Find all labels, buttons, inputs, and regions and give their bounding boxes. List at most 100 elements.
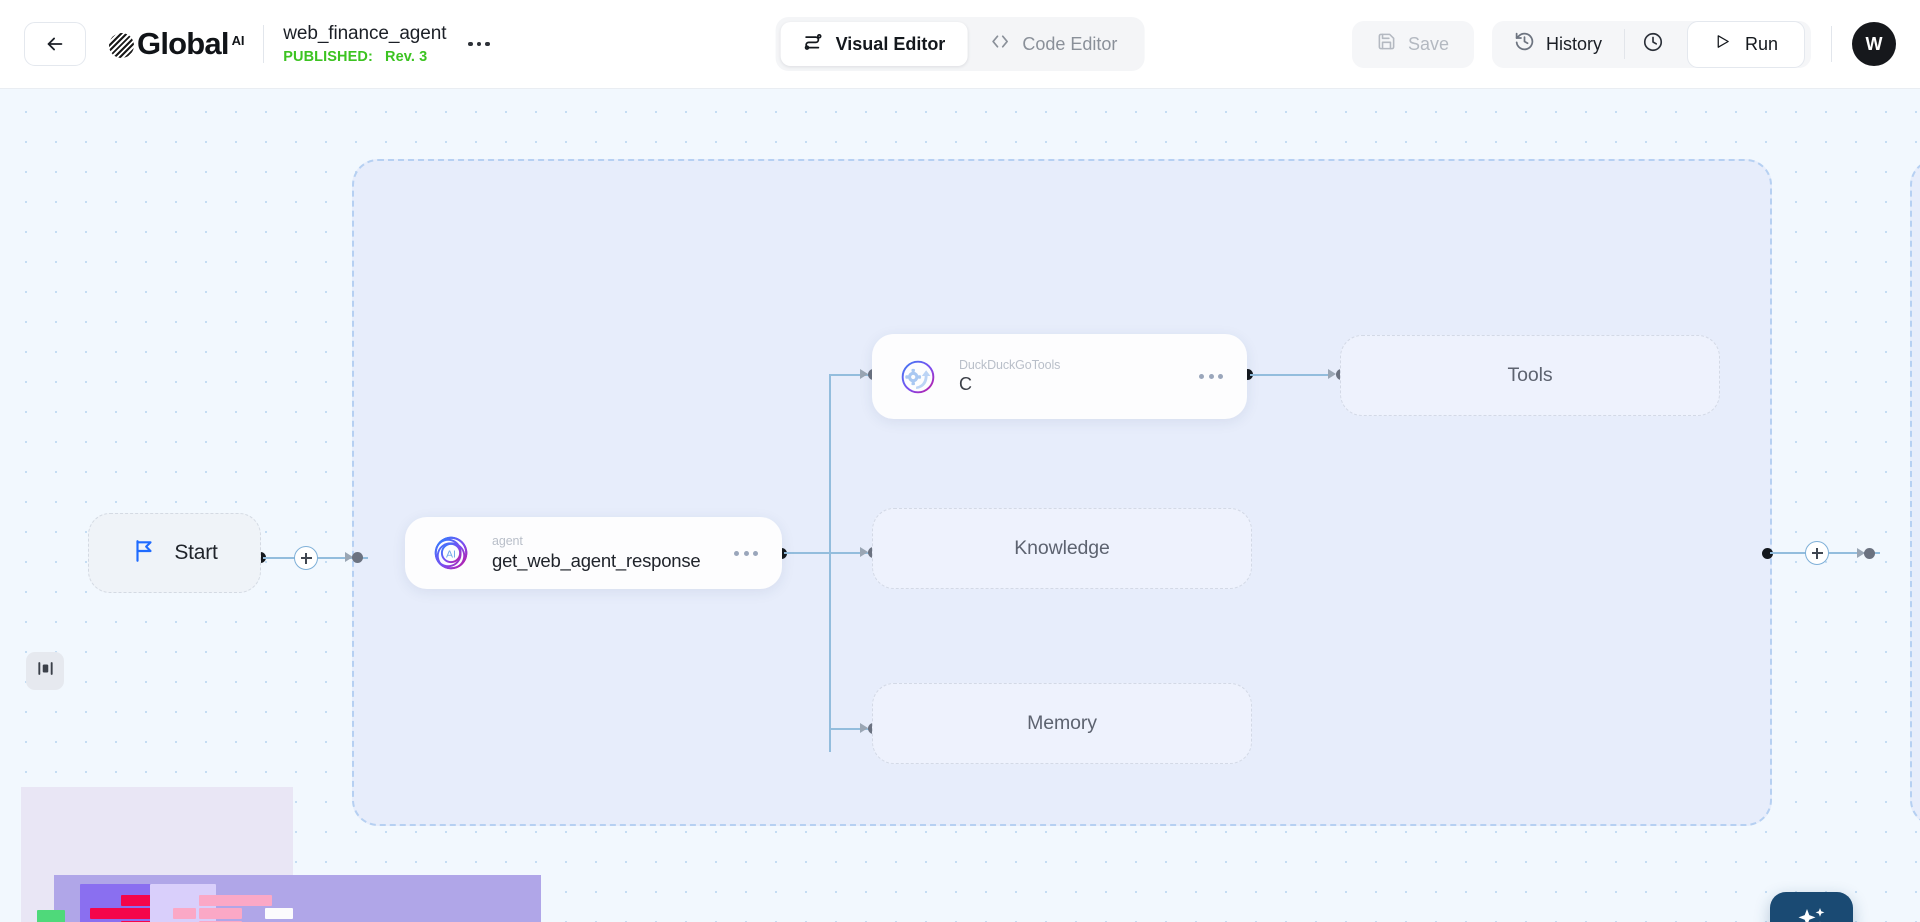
save-button[interactable]: Save — [1351, 20, 1474, 68]
node-start[interactable]: Start — [88, 513, 261, 593]
add-node-button[interactable] — [294, 546, 318, 570]
floppy-disk-icon — [1377, 32, 1396, 56]
clock-rewind-icon — [1514, 31, 1535, 57]
node-start-label: Start — [174, 541, 218, 564]
editor-mode-switch: Visual Editor Code Editor — [775, 17, 1145, 71]
brand-logo[interactable]: Global AI — [109, 26, 244, 62]
app-header: Global AI web_finance_agent PUBLISHED: R… — [0, 0, 1920, 89]
node-agent-more-button[interactable] — [734, 550, 758, 556]
code-brackets-icon — [989, 31, 1010, 57]
avatar[interactable]: W — [1852, 22, 1896, 66]
history-run-group: History Run — [1491, 20, 1811, 68]
node-knowledge-placeholder[interactable]: Knowledge — [872, 508, 1252, 589]
brand-superscript: AI — [231, 33, 245, 48]
minimap-node — [199, 908, 242, 919]
tab-visual-editor[interactable]: Visual Editor — [780, 22, 968, 66]
globe-mark-icon — [109, 32, 134, 58]
history-button[interactable]: History — [1492, 21, 1624, 68]
ellipsis-icon — [1199, 374, 1204, 379]
status-label: PUBLISHED: — [283, 49, 373, 65]
edge-arrow-icon — [1857, 548, 1865, 558]
edge-agent-to-knowledge — [784, 552, 884, 554]
edge-arrow-icon — [345, 552, 353, 562]
arrow-left-icon — [44, 33, 66, 55]
run-button[interactable]: Run — [1687, 20, 1805, 68]
node-memory-label: Memory — [1027, 712, 1097, 734]
ellipsis-icon — [468, 41, 473, 47]
status-badge: PUBLISHED: Rev. 3 — [283, 49, 446, 65]
minimap-node — [173, 908, 196, 919]
group-separator — [1624, 29, 1625, 59]
node-agent[interactable]: AI agent get_web_agent_response — [405, 517, 782, 589]
schedule-button[interactable] — [1625, 21, 1681, 68]
document-more-button[interactable] — [464, 32, 494, 57]
node-duckduckgo-tools-name: C — [959, 374, 972, 394]
minimap-node — [121, 908, 168, 919]
node-agent-kind: agent — [492, 534, 523, 548]
run-button-label: Run — [1744, 33, 1779, 54]
minimap-node — [90, 908, 142, 919]
ai-assistant-button[interactable]: AI — [1770, 892, 1853, 922]
node-memory-placeholder[interactable]: Memory — [872, 683, 1252, 764]
flow-icon — [803, 31, 824, 57]
node-duckduckgo-tools[interactable]: DuckDuckGoTools C — [872, 334, 1247, 419]
brand-name: Global — [137, 26, 229, 61]
ellipsis-icon — [734, 550, 739, 556]
minimap-node — [121, 895, 168, 906]
node-duckduckgo-tools-text: DuckDuckGoTools C — [959, 358, 1060, 395]
edge-arrow-icon — [860, 723, 868, 733]
edge-arrow-icon — [860, 369, 868, 379]
clock-icon — [1642, 31, 1664, 58]
next-group-container[interactable] — [1910, 159, 1920, 826]
svg-text:AI: AI — [446, 548, 456, 560]
add-node-button[interactable] — [1805, 541, 1829, 565]
tool-output-handle[interactable] — [1242, 369, 1253, 380]
node-agent-name: get_web_agent_response — [492, 550, 701, 571]
header-divider — [263, 25, 265, 63]
history-button-label: History — [1545, 33, 1602, 54]
node-tools-label: Tools — [1507, 364, 1553, 386]
revision-label: Rev. 3 — [385, 49, 428, 65]
edge-agent-to-tool — [829, 374, 884, 376]
ellipsis-icon — [743, 550, 749, 556]
header-right-divider — [1831, 26, 1832, 62]
tab-code-editor-label: Code Editor — [1022, 33, 1118, 54]
ellipsis-icon — [753, 550, 758, 556]
minimap-node — [229, 895, 272, 906]
edge-tool-to-tools — [1250, 374, 1332, 376]
sparkles-icon — [1795, 907, 1829, 922]
node-tools-placeholder[interactable]: Tools — [1340, 335, 1720, 416]
document-info: web_finance_agent PUBLISHED: Rev. 3 — [283, 23, 446, 65]
back-button[interactable] — [24, 22, 86, 66]
header-actions: Save History — [1351, 20, 1896, 68]
play-icon — [1714, 33, 1731, 55]
page-title: web_finance_agent — [283, 23, 447, 44]
ellipsis-icon — [485, 41, 490, 47]
minimap-toggle-button[interactable] — [26, 652, 64, 690]
ellipsis-icon — [1218, 374, 1223, 379]
minimap[interactable] — [21, 787, 541, 922]
group-input-handle[interactable] — [352, 552, 363, 563]
group-output-handle[interactable] — [1762, 548, 1773, 559]
minimap-node — [37, 910, 65, 922]
node-duckduckgo-tools-more-button[interactable] — [1199, 374, 1223, 379]
edge-arrow-icon — [1328, 369, 1336, 379]
edge-agent-to-memory — [829, 728, 884, 730]
minimap-node — [265, 908, 293, 919]
edge-arrow-icon — [860, 547, 868, 557]
flow-canvas[interactable]: Start AI agent — [0, 89, 1920, 922]
node-duckduckgo-tools-kind: DuckDuckGoTools — [959, 358, 1061, 372]
tab-code-editor[interactable]: Code Editor — [967, 22, 1139, 66]
minimap-node — [199, 895, 242, 906]
ellipsis-icon — [1208, 374, 1214, 379]
node-knowledge-label: Knowledge — [1014, 537, 1110, 559]
ai-swirl-icon: AI — [428, 530, 474, 576]
tool-swirl-icon — [895, 354, 941, 400]
tab-visual-editor-label: Visual Editor — [835, 33, 946, 54]
ellipsis-icon — [476, 41, 482, 47]
flag-icon — [131, 538, 157, 569]
edge-agent-branch-trunk — [829, 374, 831, 752]
panel-layout-icon — [36, 659, 55, 683]
next-group-input-handle[interactable] — [1864, 548, 1875, 559]
save-button-label: Save — [1407, 33, 1449, 54]
